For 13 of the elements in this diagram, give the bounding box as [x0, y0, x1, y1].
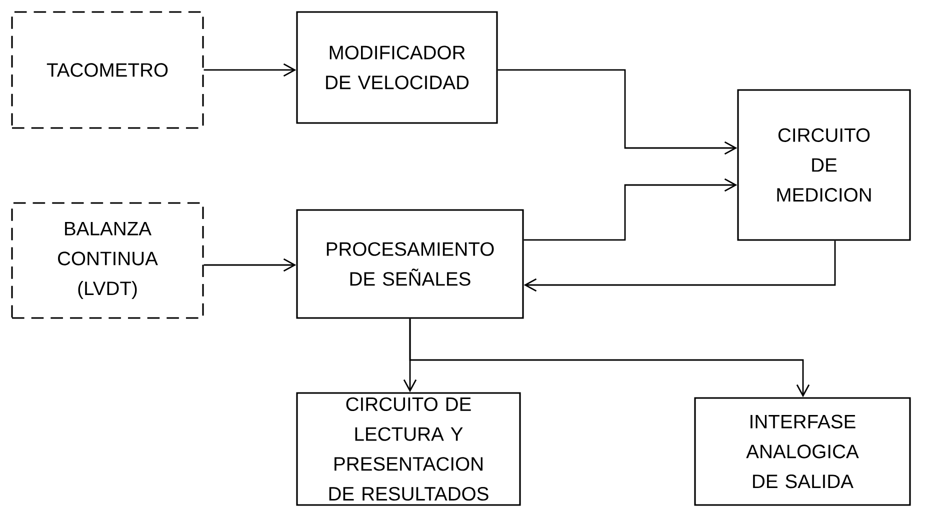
process-box: MODIFICADOR DE VELOCIDAD	[296, 11, 498, 124]
process-box: CIRCUITO DE MEDICION	[737, 89, 911, 241]
arrow	[498, 69, 738, 155]
process-box: CIRCUITO DE LECTURA Y PRESENTACION DE RESULTADOS	[296, 392, 521, 506]
arrow	[204, 258, 296, 272]
sensor-box: TACOMETRO	[11, 11, 204, 129]
arrow	[524, 240, 836, 292]
arrow	[204, 63, 296, 77]
process-box: INTERFASE ANALOGICA DE SALIDA	[694, 397, 911, 506]
arrow	[409, 318, 810, 398]
process-box: PROCESAMIENTO DE SEÑALES	[296, 209, 524, 319]
sensor-box: BALANZA CONTINUA (LVDT)	[11, 202, 204, 319]
arrow	[524, 178, 738, 241]
